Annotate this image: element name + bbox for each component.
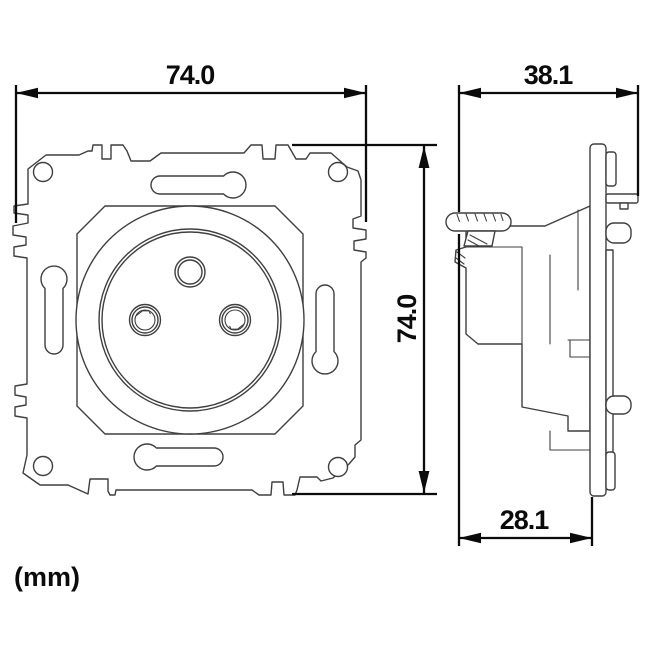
keyhole-slot-left	[40, 265, 68, 355]
arrowhead-left	[459, 87, 481, 99]
dim-text-depth-total: 38.1	[524, 60, 574, 90]
clip-top	[605, 151, 617, 187]
corner-hole-top-left	[32, 161, 54, 183]
dim-text-front-width: 74.0	[166, 60, 215, 90]
side-body-detail-lines	[465, 209, 591, 451]
clip-rail	[605, 249, 614, 457]
wall-claw-top	[605, 193, 639, 204]
arrowhead-up	[418, 146, 430, 168]
contact-notch-right	[229, 323, 245, 330]
dim-text-front-height: 74.0	[392, 295, 422, 344]
socket-well-inner	[101, 231, 279, 409]
clip-tab-upper	[605, 222, 632, 244]
arrowhead-left	[459, 532, 481, 544]
contact-hole-right	[218, 303, 252, 337]
front-plate-clips	[605, 151, 639, 491]
arrowhead-right	[344, 87, 366, 99]
socket-well-outer	[98, 228, 282, 412]
corner-hole-top-right	[327, 161, 349, 183]
extension-lines	[14, 85, 640, 546]
dimension-front-height: 74.0	[392, 146, 430, 493]
units-label: (mm)	[14, 562, 80, 592]
captive-screw	[445, 212, 512, 247]
clip-tab-lower	[605, 395, 632, 415]
corner-hole-bottom-right	[327, 456, 349, 478]
contact-notch-left	[135, 310, 151, 317]
dimension-side-depth-body: 28.1	[459, 505, 592, 544]
keyhole-slot-bottom	[133, 443, 224, 471]
arrowhead-left	[16, 87, 38, 99]
arrowhead-right	[570, 532, 592, 544]
earth-pin-outer	[174, 256, 206, 288]
side-front-plate	[589, 143, 607, 497]
screw-bracket	[463, 230, 496, 247]
keyhole-slot-right	[311, 284, 339, 375]
arrowhead-right	[616, 87, 638, 99]
arrowhead-down	[418, 471, 430, 493]
dimensions: 74.0 74.0 38.1 28.1	[14, 60, 640, 546]
dimension-side-depth-total: 38.1	[459, 60, 638, 99]
dim-text-depth-body: 28.1	[500, 505, 550, 535]
clip-bottom	[605, 451, 616, 491]
front-view	[12, 144, 367, 496]
contact-hole-left	[128, 303, 162, 337]
side-view	[445, 143, 639, 497]
corner-hole-bottom-left	[32, 455, 54, 477]
earth-pin-inner	[177, 259, 203, 285]
claw-step	[619, 202, 629, 210]
dimension-front-width: 74.0	[16, 60, 366, 99]
keyhole-slot-top	[150, 171, 247, 199]
